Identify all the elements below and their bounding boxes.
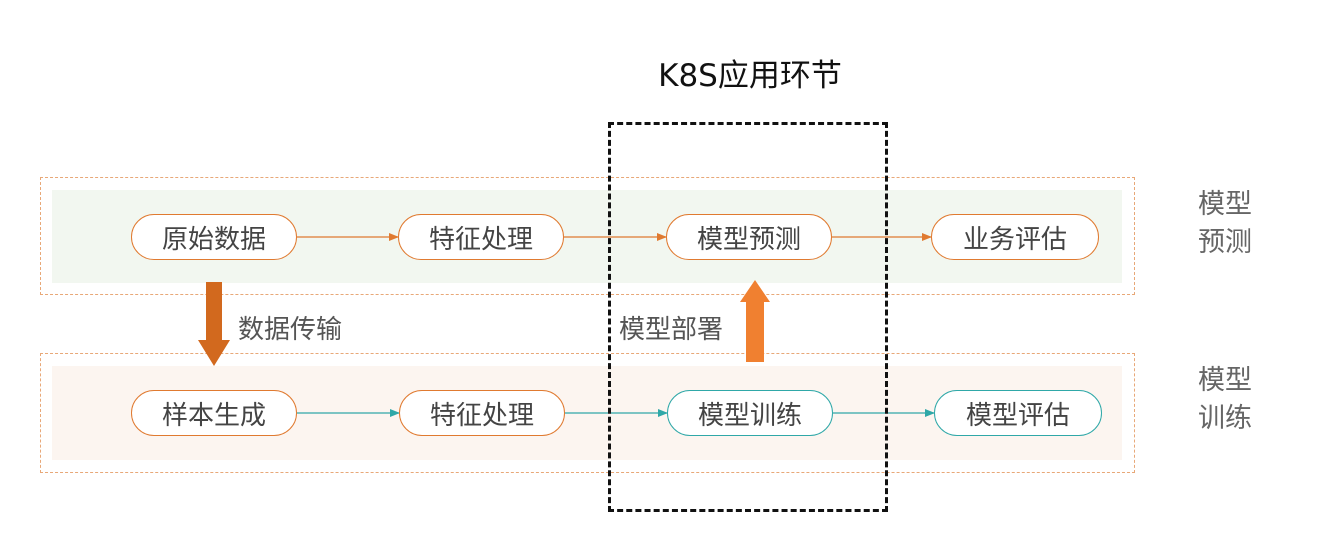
k8s-application-boundary: [608, 122, 888, 512]
train-row-band: [40, 353, 1135, 473]
diagram-title: K8S应用环节: [658, 58, 842, 94]
node-model-training: 模型训练: [667, 390, 833, 436]
node-model-evaluation: 模型评估: [934, 390, 1102, 436]
node-raw-data: 原始数据: [131, 214, 297, 260]
predict-row-label: 模型 预测: [1198, 186, 1268, 262]
model-deploy-arrow: [740, 280, 770, 362]
data-transfer-label: 数据传输: [238, 315, 343, 345]
model-deploy-label: 模型部署: [619, 315, 724, 345]
predict-row-label-line2: 预测: [1198, 227, 1252, 258]
data-transfer-arrow: [198, 282, 230, 366]
node-sample-generation: 样本生成: [131, 390, 297, 436]
train-row-label-line1: 模型: [1198, 365, 1252, 396]
node-feature-processing-predict: 特征处理: [398, 214, 564, 260]
train-row-label-line2: 训练: [1198, 403, 1252, 434]
node-model-predict: 模型预测: [666, 214, 832, 260]
predict-row-band: [40, 177, 1135, 295]
predict-row-label-line1: 模型: [1198, 189, 1252, 220]
train-row-label: 模型 训练: [1198, 362, 1268, 438]
node-business-evaluation: 业务评估: [931, 214, 1099, 260]
node-feature-processing-train: 特征处理: [399, 390, 565, 436]
